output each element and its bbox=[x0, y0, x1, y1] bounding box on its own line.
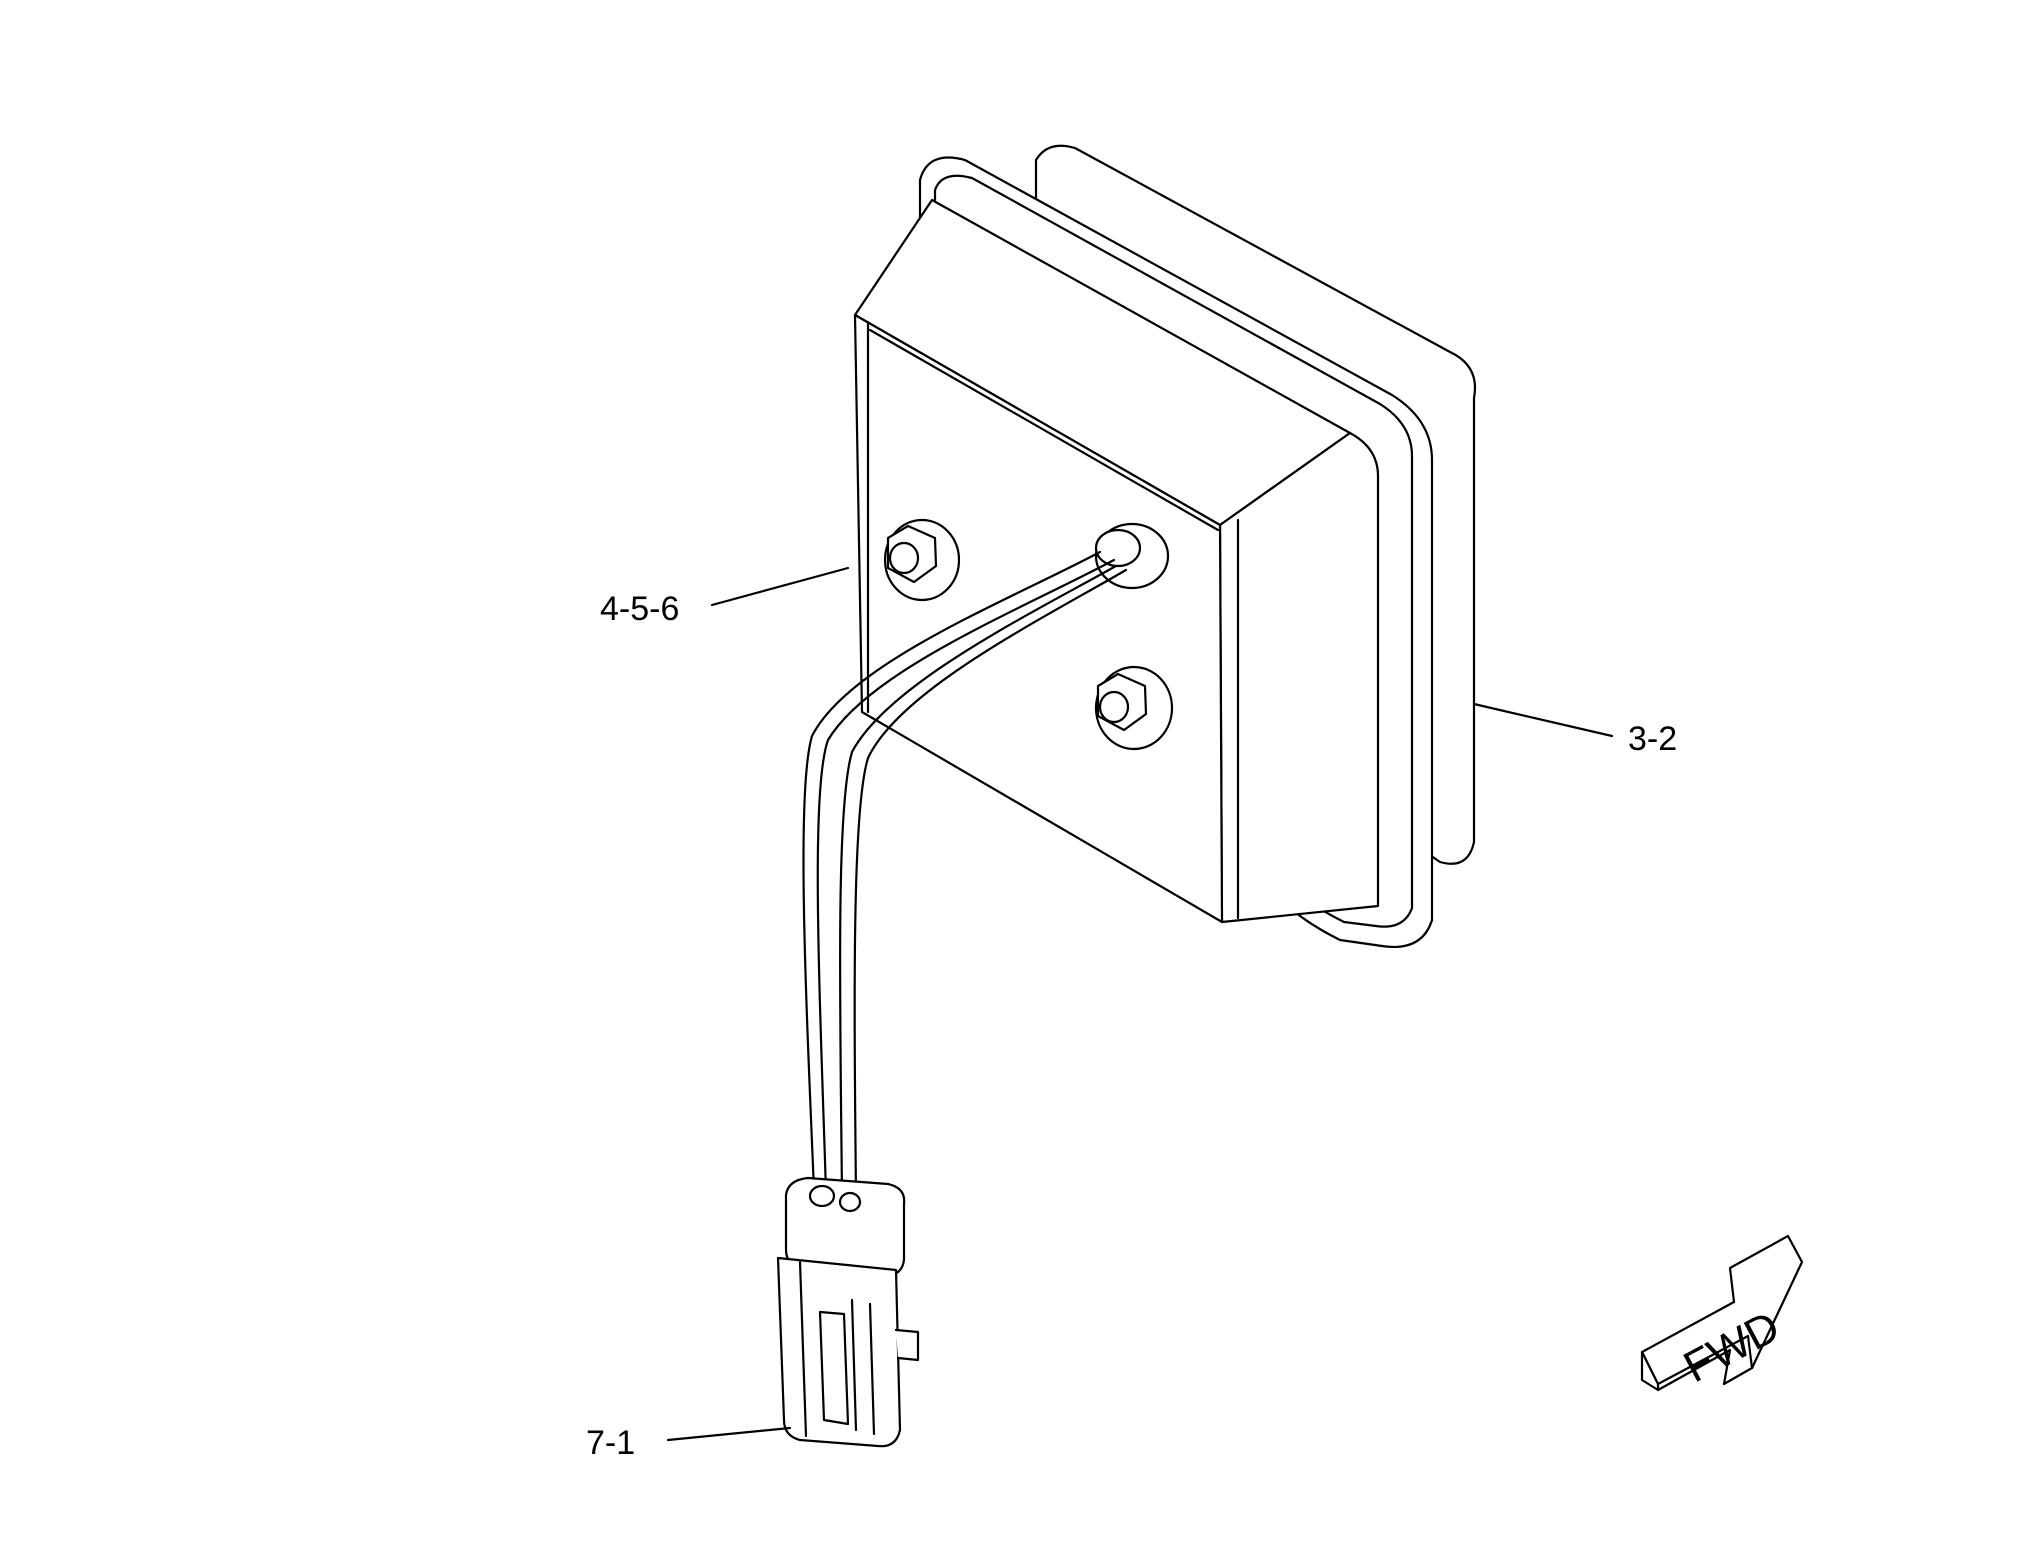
callout-label-7-1: 7-1 bbox=[586, 1424, 635, 1462]
housing-face bbox=[853, 313, 1224, 924]
fwd-arrow-icon bbox=[1640, 1234, 1804, 1392]
callout-label-3-2: 3-2 bbox=[1628, 720, 1677, 758]
face-edge-line bbox=[868, 328, 1220, 532]
lamp-assembly bbox=[853, 144, 1477, 948]
wire-grommet bbox=[1094, 522, 1170, 590]
wire-harness bbox=[802, 550, 1128, 1198]
callout-label-4-5-6: 4-5-6 bbox=[600, 590, 679, 628]
leader-line-4-5-6 bbox=[710, 566, 850, 607]
leader-line-7-1 bbox=[666, 1426, 792, 1442]
nut-upper bbox=[883, 518, 961, 602]
leader-line-3-2 bbox=[1472, 702, 1614, 738]
connector bbox=[776, 1176, 920, 1448]
housing-chamfer-side bbox=[1218, 431, 1380, 924]
nut-lower bbox=[1094, 665, 1174, 751]
